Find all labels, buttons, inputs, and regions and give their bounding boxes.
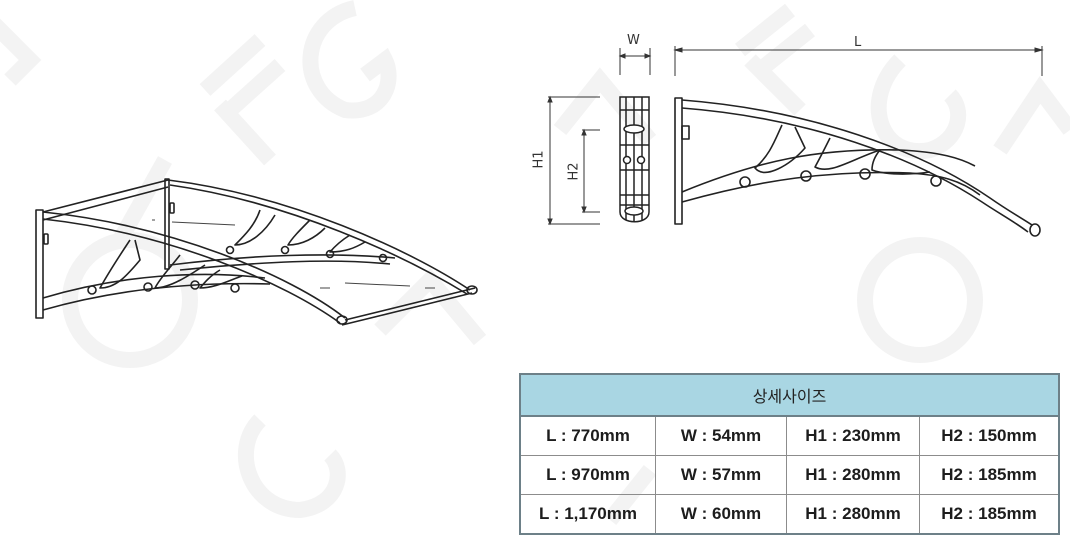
width-cell: W : 57mm (655, 455, 787, 495)
width-cell: W : 54mm (655, 415, 787, 456)
awning-perspective-drawing (35, 178, 478, 326)
h1-dimension-label: H1 (531, 150, 547, 169)
h1-cell: H1 : 280mm (786, 494, 920, 535)
bracket-side-view (673, 46, 1044, 237)
length-cell: L : 970mm (519, 455, 656, 495)
bracket-front-view (547, 48, 652, 226)
spec-size-table: 상세사이즈 L : 770mm W : 54mm H1 : 230mm H2 :… (519, 373, 1060, 535)
width-cell: W : 60mm (655, 494, 787, 535)
h2-cell: H2 : 150mm (919, 415, 1060, 456)
h1-cell: H1 : 230mm (786, 415, 920, 456)
length-cell: L : 770mm (519, 415, 656, 456)
width-dimension-label: W (627, 33, 640, 48)
h1-cell: H1 : 280mm (786, 455, 920, 495)
table-row: L : 970mm W : 57mm H1 : 280mm H2 : 185mm (519, 455, 1060, 495)
h2-dimension-label: H2 (566, 162, 582, 181)
length-dimension-label: L (854, 35, 862, 50)
h2-cell: H2 : 185mm (919, 455, 1060, 495)
length-cell: L : 1,170mm (519, 494, 656, 535)
table-row: L : 1,170mm W : 60mm H1 : 280mm H2 : 185… (519, 494, 1060, 535)
h2-cell: H2 : 185mm (919, 494, 1060, 535)
table-row: L : 770mm W : 54mm H1 : 230mm H2 : 150mm (519, 415, 1060, 456)
spec-table-title: 상세사이즈 (519, 373, 1060, 417)
